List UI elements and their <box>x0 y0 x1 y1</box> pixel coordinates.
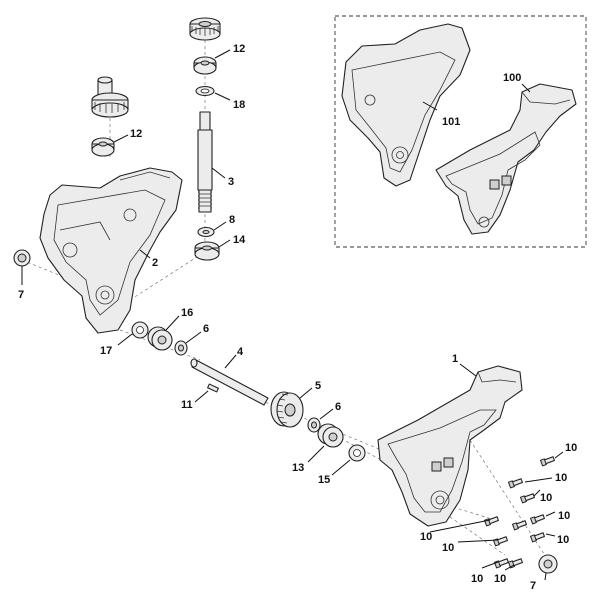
washer-part-15 <box>348 444 366 462</box>
inset-housing-part-101 <box>341 23 471 187</box>
callout-10-d: 10 <box>558 510 570 522</box>
callout-101: 101 <box>442 116 460 128</box>
seal-part-6-a <box>174 340 188 356</box>
key-part-11 <box>207 383 219 393</box>
callout-5: 5 <box>315 380 321 392</box>
inset-box <box>334 15 587 248</box>
callout-12-top: 12 <box>233 43 245 55</box>
gear-top <box>189 17 221 41</box>
seal-part-6-b <box>307 417 321 433</box>
leader-lines <box>21 49 564 581</box>
callout-17: 17 <box>100 345 112 357</box>
callout-11: 11 <box>181 399 193 411</box>
housing-right-part-1 <box>377 365 523 527</box>
gear-part-5 <box>270 391 304 428</box>
bearing-part-12-left <box>91 137 115 157</box>
callout-10-h: 10 <box>471 573 483 585</box>
bearing-part-14 <box>194 241 220 261</box>
callout-10-a: 10 <box>565 442 577 454</box>
screws-part-10 <box>483 456 555 569</box>
gear-left <box>91 76 129 118</box>
bearing-part-12-top <box>193 56 217 75</box>
shaft-part-3 <box>197 111 213 213</box>
callout-10-i: 10 <box>494 573 506 585</box>
callout-6-a: 6 <box>203 323 209 335</box>
seal-part-8 <box>197 226 215 238</box>
callout-10-g: 10 <box>442 542 454 554</box>
callout-13: 13 <box>292 462 304 474</box>
callout-14: 14 <box>233 234 246 246</box>
callout-15: 15 <box>318 474 330 486</box>
callout-16: 16 <box>181 307 193 319</box>
callout-12-left: 12 <box>130 128 142 140</box>
callout-7-right: 7 <box>530 580 536 592</box>
callout-10-e: 10 <box>557 534 569 546</box>
callout-18: 18 <box>233 99 245 111</box>
callout-4: 4 <box>237 346 244 358</box>
callout-100: 100 <box>503 72 521 84</box>
bearing-part-13 <box>317 423 344 448</box>
callout-labels: 12 18 12 3 8 14 2 7 16 6 17 4 11 5 6 13 … <box>18 43 577 592</box>
callout-10-b: 10 <box>555 472 567 484</box>
cap-part-7-right <box>538 554 558 574</box>
washer-part-18 <box>195 85 215 97</box>
callout-10-f: 10 <box>420 531 432 543</box>
callout-8: 8 <box>229 214 235 226</box>
axle-part-4 <box>190 358 269 406</box>
housing-left-part-2 <box>39 167 183 334</box>
washer-part-17 <box>131 321 149 339</box>
cap-part-7-left <box>13 249 31 267</box>
callout-1: 1 <box>452 353 458 365</box>
callout-10-c: 10 <box>540 492 552 504</box>
callout-3: 3 <box>228 176 234 188</box>
inset-housing-part-100 <box>435 83 577 235</box>
callout-6-b: 6 <box>335 401 341 413</box>
callout-7-left: 7 <box>18 289 24 301</box>
callout-2: 2 <box>152 257 158 269</box>
bearing-part-16 <box>147 326 173 351</box>
